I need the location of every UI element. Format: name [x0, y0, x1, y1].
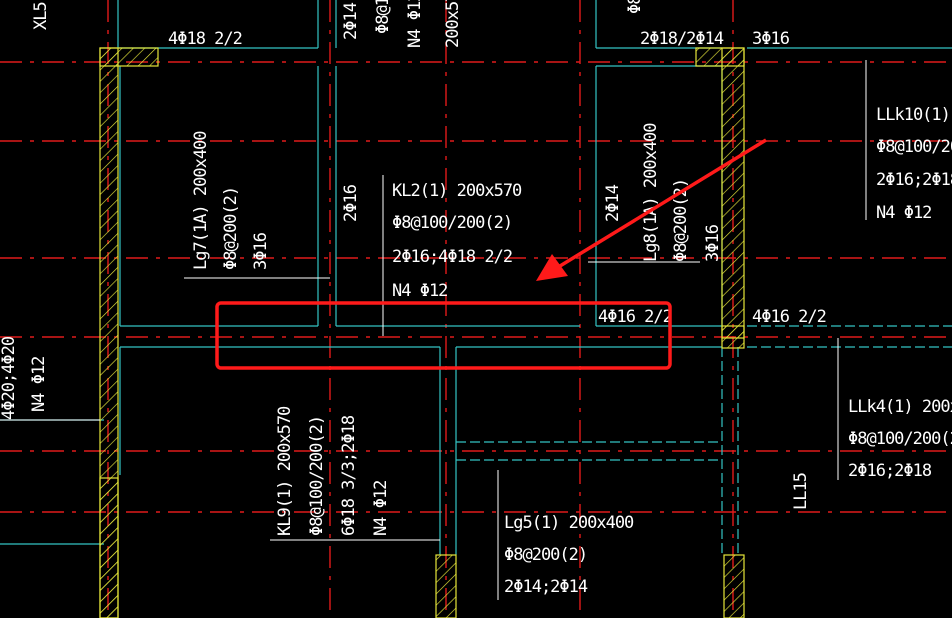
- kl2-left-bar-label: 2Φ16: [341, 184, 361, 222]
- lg8-stirrup-label: Φ8@200(2): [671, 179, 691, 262]
- top-mid-d-label: 200x57: [443, 0, 463, 48]
- xl5-label: XL5: [31, 2, 51, 30]
- top-right-c-label: Φ8: [625, 0, 645, 14]
- top-right-b-label: 3Φ16: [752, 29, 790, 49]
- kl2-stirrup-label: Φ8@100/200(2): [392, 213, 512, 233]
- lg8-name-label: Lg8(1A) 200x400: [641, 123, 661, 262]
- top-left-rebar-label: 4Φ18 2/2: [168, 29, 242, 49]
- kl9-name-label: KL9(1) 200x570: [275, 406, 295, 536]
- kl9-side-label: N4 Φ12: [371, 481, 391, 536]
- kl2-long-label: 2Φ16;4Φ18 2/2: [392, 247, 512, 267]
- top-right-rebar-label: 2Φ18/2Φ14: [640, 29, 724, 49]
- kl9-long-label: 6Φ18 3/3;2Φ18: [339, 415, 359, 536]
- llk10-name-label: LLk10(1) 2: [876, 105, 952, 125]
- left-edge-a-label: 4Φ20;4Φ20: [0, 336, 19, 420]
- lg5-stirrup-label: Φ8@200(2): [504, 545, 587, 565]
- llk4-long-label: 2Φ16;2Φ18: [848, 461, 932, 481]
- llk10-stirrup-label: Φ8@100/20: [876, 137, 952, 157]
- beam-outlines: [0, 0, 952, 555]
- top-mid-c-label: N4 Φ12: [405, 0, 425, 48]
- lg7-bottom-label: 3Φ16: [251, 232, 271, 270]
- llk4-name-label: LLk4(1) 200x4: [848, 397, 952, 417]
- lg7-stirrup-label: Φ8@200(2): [221, 187, 241, 270]
- hatched-walls: [99, 47, 745, 618]
- llk4-stirrup-label: Φ8@100/200(2: [848, 429, 952, 449]
- lg7-name-label: Lg7(1A) 200x400: [191, 131, 211, 270]
- lg8-left-bar-label: 2Φ14: [603, 184, 623, 222]
- leader-lines: [0, 60, 867, 600]
- callout-arrow: [536, 138, 767, 281]
- llk10-long-label: 2Φ16;2Φ18: [876, 170, 952, 190]
- right-bottom-rebar-label: 4Φ16 2/2: [752, 307, 826, 327]
- top-mid-b-label: Φ8@100: [373, 0, 393, 34]
- lg5-name-label: Lg5(1) 200x400: [504, 513, 634, 533]
- kl2-side-label: N4 Φ12: [392, 281, 447, 301]
- kl2-name-label: KL2(1) 200x570: [392, 181, 522, 201]
- highlight-callout-box: [215, 301, 672, 370]
- llk10-side-label: N4 Φ12: [876, 203, 931, 223]
- left-edge-b-label: N4 Φ12: [29, 357, 49, 412]
- top-mid-a-label: 2Φ14: [341, 2, 361, 40]
- kl2-bottom-rebar-label: 4Φ16 2/2: [598, 307, 672, 327]
- ll15-label: LL15: [791, 473, 811, 510]
- lg8-bottom-label: 3Φ16: [703, 224, 723, 262]
- lg5-long-label: 2Φ14;2Φ14: [504, 577, 588, 597]
- kl9-stirrup-label: Φ8@100/200(2): [307, 416, 327, 536]
